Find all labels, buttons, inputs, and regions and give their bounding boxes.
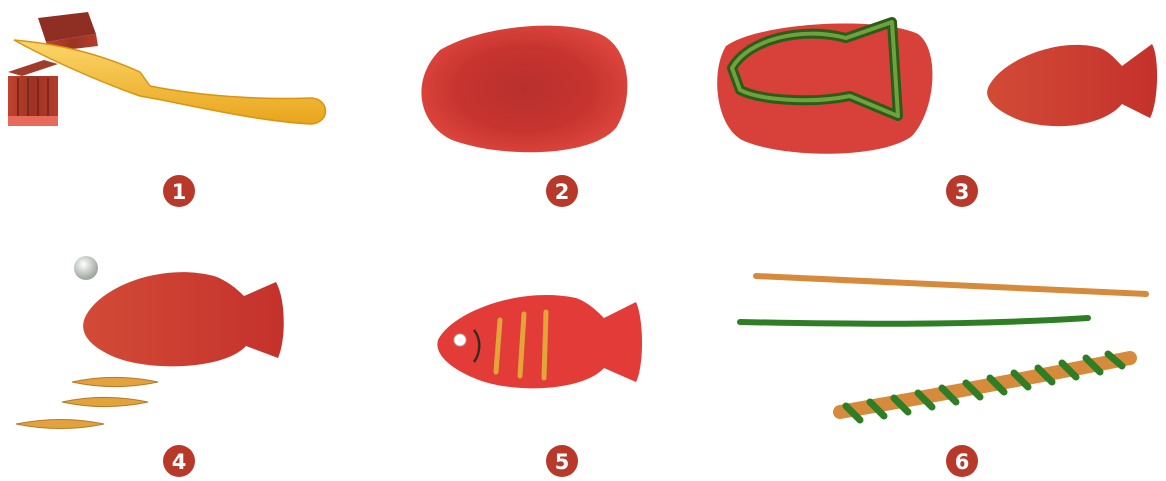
step-3-number: 3 xyxy=(955,180,970,204)
fin-strip xyxy=(62,398,148,407)
fish-stripe xyxy=(544,312,546,378)
green-strand xyxy=(740,318,1088,324)
step-4-group: 4 xyxy=(16,256,284,477)
step-1-number: 1 xyxy=(172,180,187,204)
fin-strip xyxy=(16,420,104,429)
step-4-badge: 4 xyxy=(163,445,195,477)
plastic-knife xyxy=(14,40,326,124)
step-5-number: 5 xyxy=(555,450,570,474)
step-5-badge: 5 xyxy=(546,445,578,477)
step-6-number: 6 xyxy=(955,450,970,474)
cut-fish-shape xyxy=(987,44,1157,126)
step-2-group: 2 xyxy=(421,26,627,207)
step-3-badge: 3 xyxy=(946,175,978,207)
step-4-number: 4 xyxy=(172,450,187,474)
step-3-group: 3 xyxy=(717,22,1157,207)
fish-eye xyxy=(454,334,466,346)
twisted-strand xyxy=(840,354,1130,420)
step-5-group: 5 xyxy=(437,295,642,477)
step-2-number: 2 xyxy=(555,180,570,204)
fin-strip xyxy=(72,378,158,387)
clay-block xyxy=(8,60,58,126)
step-6-group: 6 xyxy=(740,276,1146,477)
step-2-badge: 2 xyxy=(546,175,578,207)
decorated-fish-body xyxy=(437,295,642,388)
step-1-group: 1 xyxy=(8,12,326,207)
flattened-clay xyxy=(421,26,627,153)
orange-strand xyxy=(756,276,1146,294)
white-bead xyxy=(74,256,98,280)
step-6-badge: 6 xyxy=(946,445,978,477)
fish-body xyxy=(83,272,284,366)
step-1-badge: 1 xyxy=(163,175,195,207)
